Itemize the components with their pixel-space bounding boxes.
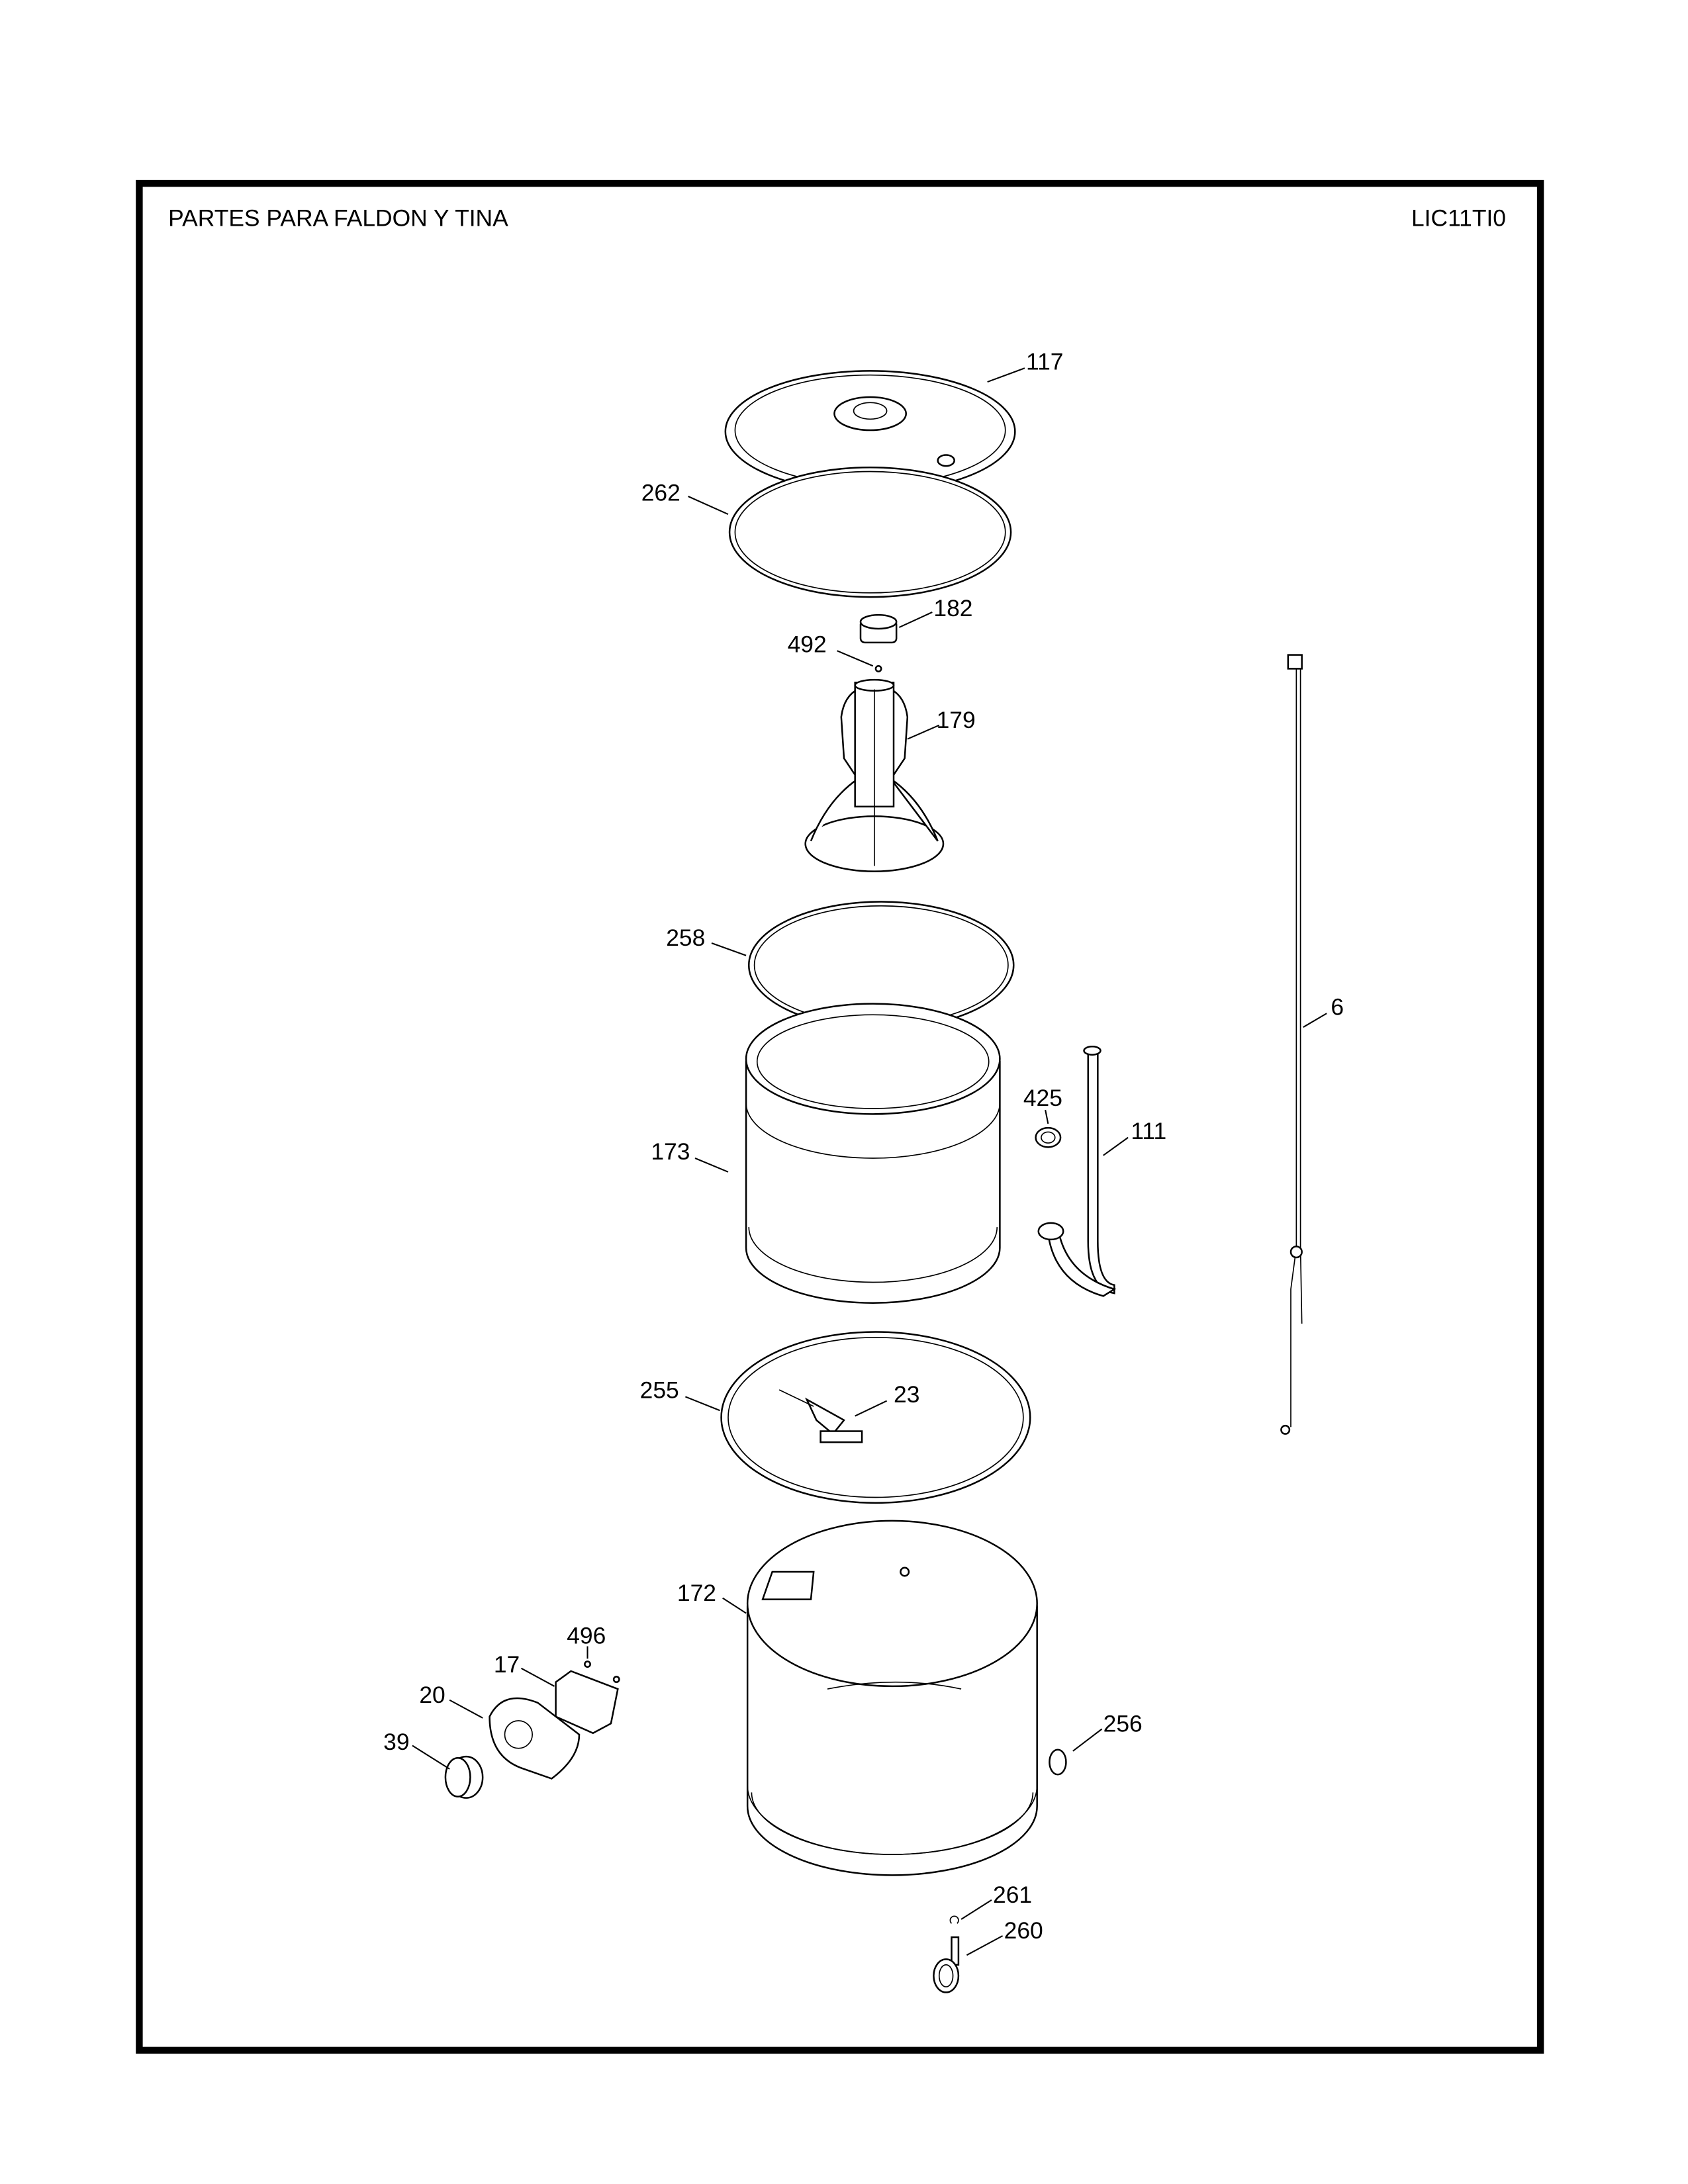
callout-173: 173 — [651, 1138, 690, 1165]
part-23-sensor — [778, 1389, 863, 1443]
part-262-gasket — [728, 467, 1012, 598]
callout-255: 255 — [640, 1377, 679, 1404]
part-6-wire-harness — [1280, 654, 1303, 1435]
page-border — [136, 179, 1544, 2054]
part-179-agitator — [804, 678, 945, 872]
callout-256: 256 — [1103, 1711, 1143, 1737]
part-182-cap — [859, 614, 898, 644]
callout-179: 179 — [937, 707, 976, 733]
callout-492: 492 — [788, 631, 827, 657]
callout-260: 260 — [1004, 1917, 1043, 1944]
model-code: LIC11TI0 — [1411, 205, 1506, 232]
callout-23: 23 — [894, 1381, 919, 1408]
callout-39: 39 — [383, 1729, 409, 1755]
callout-425: 425 — [1023, 1085, 1062, 1111]
part-425-grommet — [1035, 1126, 1062, 1148]
part-492-screw — [874, 665, 882, 672]
callout-182: 182 — [933, 595, 972, 621]
callout-172: 172 — [677, 1580, 716, 1606]
callout-20: 20 — [419, 1682, 445, 1708]
part-261-clip — [949, 1915, 959, 1924]
part-496-screw — [584, 1661, 620, 1683]
diagram-title: PARTES PARA FALDON Y TINA — [168, 205, 508, 232]
callout-6: 6 — [1331, 993, 1344, 1020]
part-117-tub-cover — [724, 370, 1016, 493]
callout-261: 261 — [993, 1882, 1032, 1908]
callout-496: 496 — [567, 1622, 606, 1649]
part-256-grommet — [1049, 1749, 1067, 1776]
part-111-hose — [1037, 1046, 1117, 1297]
part-260-caster — [933, 1936, 960, 1993]
part-173-basket — [745, 1003, 1001, 1304]
callout-117: 117 — [1026, 348, 1063, 375]
callout-17: 17 — [494, 1651, 520, 1678]
part-172-outer-tub — [746, 1520, 1038, 1876]
callout-258: 258 — [666, 925, 705, 951]
part-255-base-plate — [720, 1331, 1031, 1504]
part-39-knob — [444, 1755, 484, 1799]
callout-111: 111 — [1131, 1118, 1166, 1144]
callout-262: 262 — [641, 479, 680, 506]
leader-lines — [412, 367, 1327, 1956]
part-20-knob-panel — [489, 1697, 581, 1780]
